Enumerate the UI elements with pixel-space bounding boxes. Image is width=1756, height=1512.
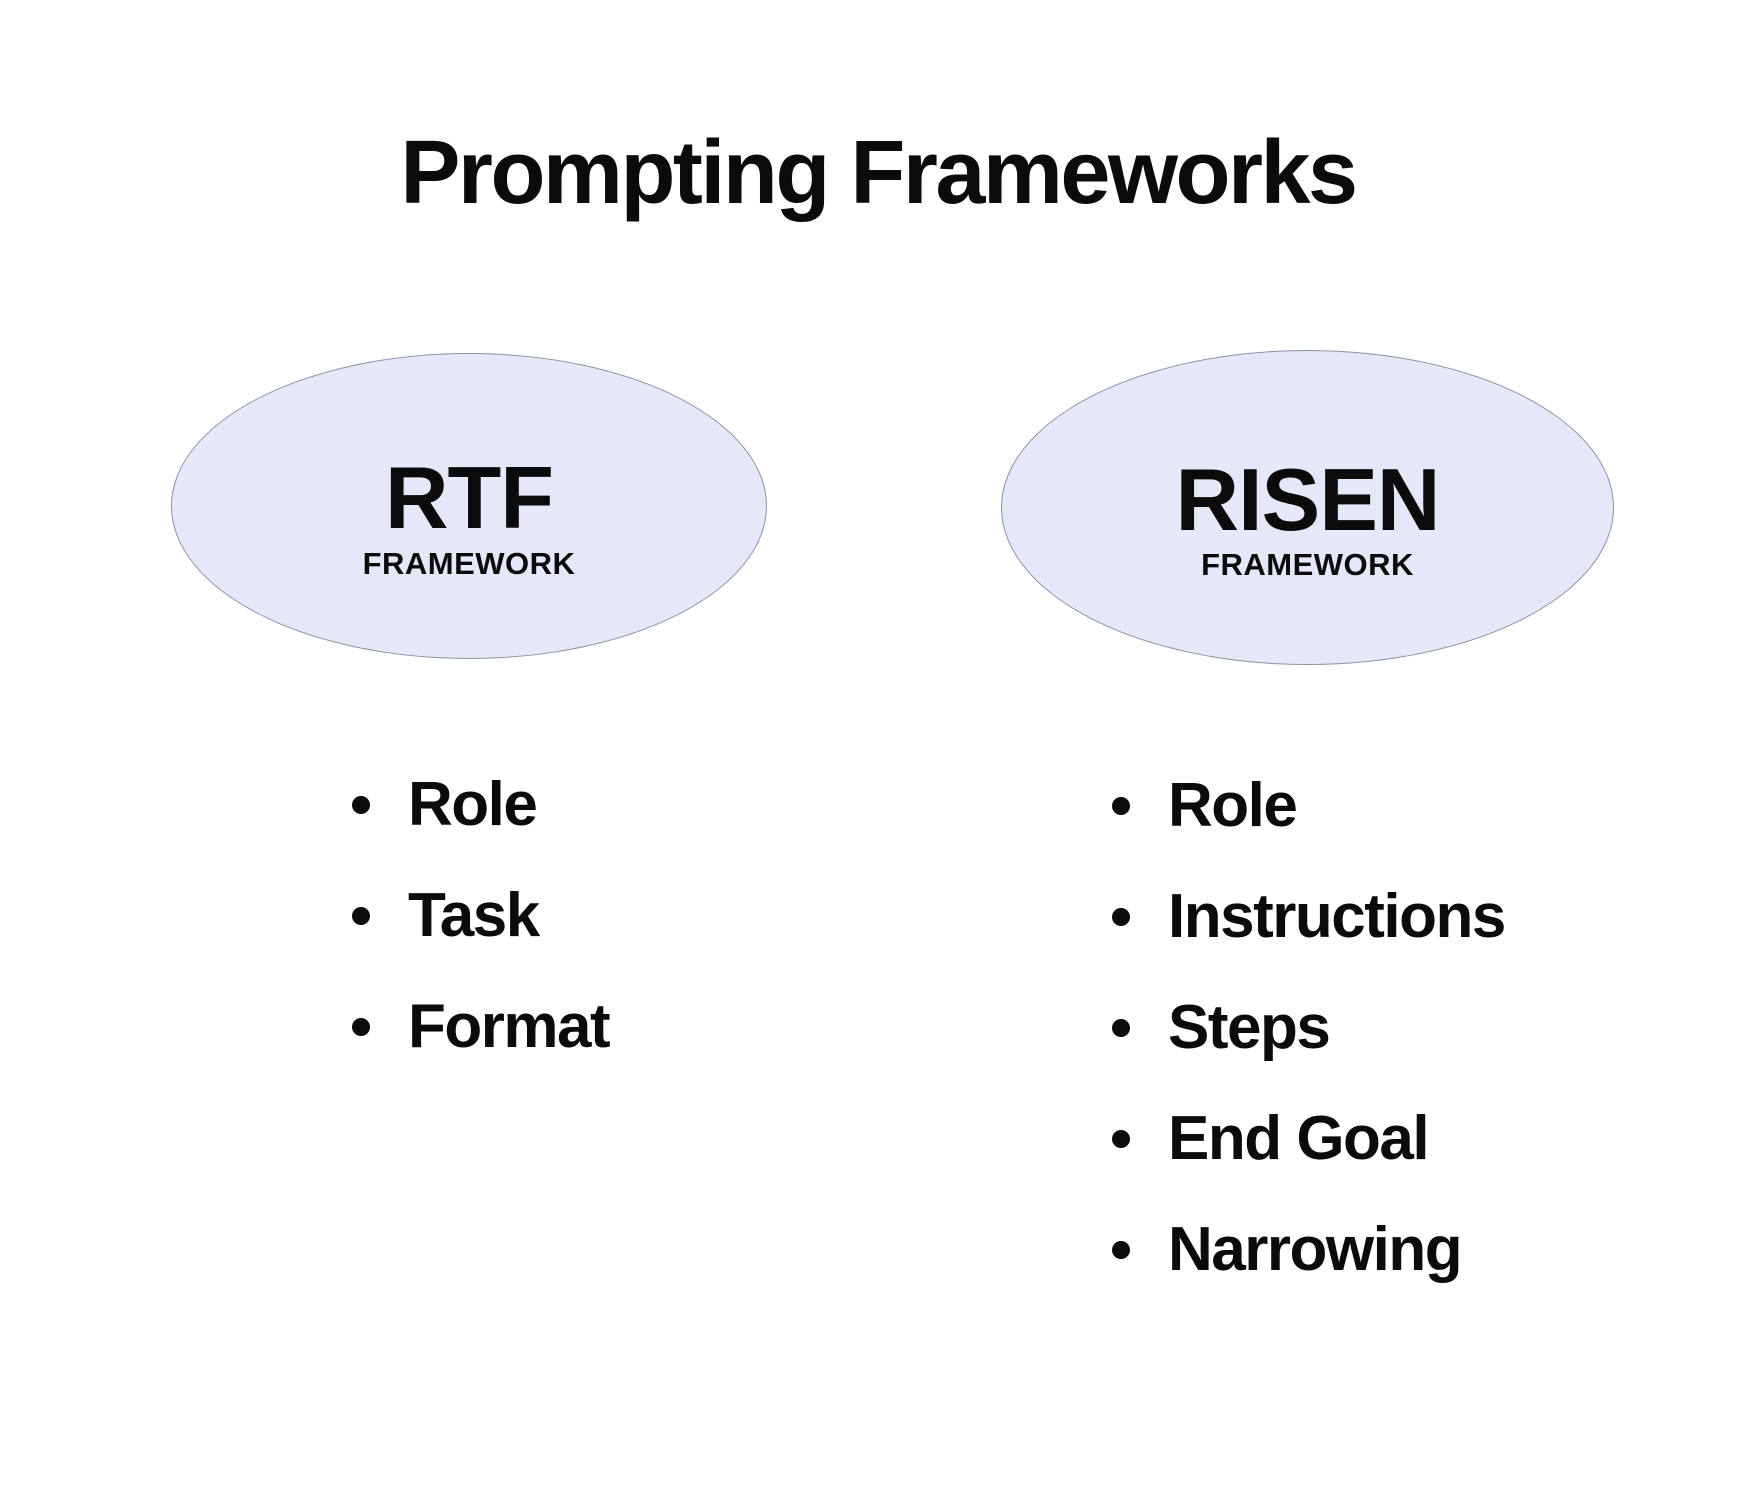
list-item: Instructions	[1112, 882, 1506, 951]
risen-framework-ellipse: RISEN FRAMEWORK	[1001, 350, 1614, 665]
list-item-label: Steps	[1168, 993, 1331, 1062]
bullet-dot-icon	[1112, 908, 1130, 926]
rtf-item-list: Role Task Format	[352, 774, 611, 1107]
list-item-label: Role	[408, 770, 538, 839]
bullet-dot-icon	[1112, 1130, 1130, 1148]
list-item: Format	[352, 992, 611, 1061]
risen-item-list: Role Instructions Steps End Goal Narrowi…	[1112, 775, 1506, 1330]
bullet-dot-icon	[1112, 797, 1130, 815]
list-item-label: Instructions	[1168, 882, 1506, 951]
risen-acronym: RISEN	[1175, 449, 1441, 549]
page-title: Prompting Frameworks	[400, 123, 1358, 223]
bullet-dot-icon	[352, 1018, 370, 1036]
list-item: Task	[352, 885, 609, 947]
list-item: Narrowing	[1112, 1219, 1505, 1281]
list-item: Steps	[1112, 997, 1505, 1059]
list-item: End Goal	[1112, 1108, 1505, 1170]
list-item-label: Role	[1168, 771, 1298, 840]
risen-framework-label: FRAMEWORK	[1201, 547, 1414, 583]
list-item: Role	[1112, 775, 1505, 837]
list-item-label: End Goal	[1168, 1104, 1430, 1173]
bullet-dot-icon	[1112, 1241, 1130, 1259]
bullet-dot-icon	[1112, 1019, 1130, 1037]
list-item-label: Task	[408, 881, 540, 950]
list-item-label: Format	[408, 992, 611, 1061]
list-item: Role	[352, 774, 609, 836]
rtf-acronym: RTF	[384, 448, 554, 548]
bullet-dot-icon	[352, 796, 370, 814]
list-item-label: Narrowing	[1168, 1215, 1463, 1284]
rtf-framework-ellipse: RTF FRAMEWORK	[171, 353, 767, 659]
bullet-dot-icon	[352, 907, 370, 925]
rtf-framework-label: FRAMEWORK	[362, 545, 576, 581]
